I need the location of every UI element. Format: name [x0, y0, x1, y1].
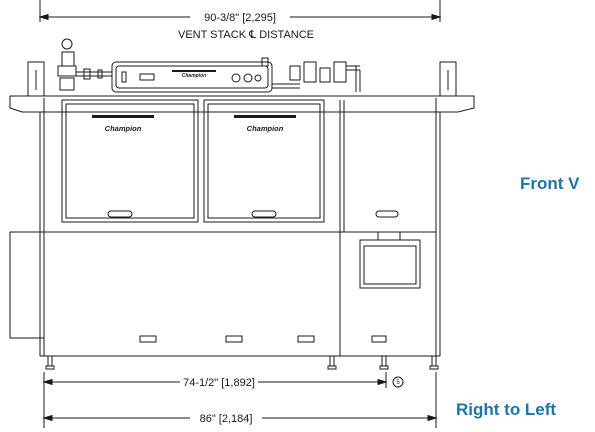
- callout-number: 5: [396, 380, 400, 386]
- top-dimension-line: [38, 0, 442, 22]
- top-width-label: 90-3/8" [2,295]: [204, 12, 276, 24]
- view-heading: Front V: [520, 174, 580, 193]
- right-basket: [359, 231, 421, 289]
- right-door-panel: [339, 100, 399, 356]
- machine-body: [9, 95, 475, 357]
- right-post: [439, 61, 457, 97]
- vent-plumbing: [57, 38, 361, 93]
- middle-door-panel: [203, 99, 325, 223]
- overall-width-label: 86" [2,184]: [200, 413, 253, 425]
- lower-fittings: [139, 335, 387, 343]
- direction-heading: Right to Left: [456, 400, 557, 419]
- left-door-panel: [61, 99, 199, 223]
- legs: [45, 355, 439, 370]
- logo-middle: Champion: [247, 124, 284, 133]
- inner-width-label: 74-1/2" [1,892]: [183, 377, 255, 389]
- overall-dimension-line: [42, 372, 438, 428]
- vent-stack-label: VENT STACK ℄ DISTANCE: [178, 29, 314, 41]
- inner-dimension-line: [42, 372, 404, 428]
- left-post: [27, 61, 45, 97]
- side-box: [9, 231, 45, 339]
- logo-top: Champion: [182, 73, 206, 79]
- logo-left: Champion: [105, 124, 142, 133]
